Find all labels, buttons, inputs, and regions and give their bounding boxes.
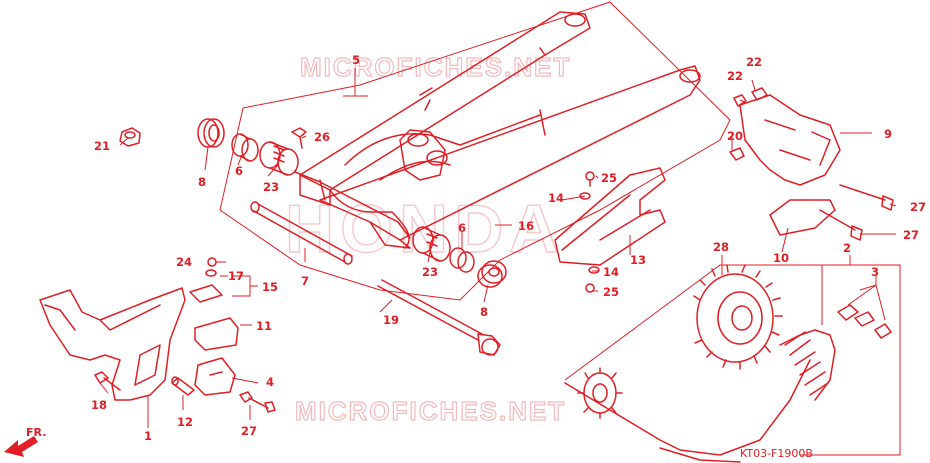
pivot-bushing-right: [449, 247, 475, 273]
callout-23-left: 23: [263, 180, 279, 194]
slider-10: [769, 199, 836, 236]
callout-18: 18: [91, 398, 107, 412]
pivot-bolt: [377, 279, 501, 356]
callout-14-lower: 14: [603, 265, 619, 279]
callout-8-right: 8: [480, 305, 488, 319]
swingarm: [294, 11, 701, 249]
nut-22-left: [733, 94, 747, 107]
callout-2: 2: [843, 241, 851, 255]
callout-22-right: 22: [746, 55, 762, 69]
drawing-code: KT03-F1900B: [740, 447, 813, 460]
bolt-27-upper: [839, 184, 894, 211]
callout-8-left: 8: [198, 175, 206, 189]
callout-28: 28: [713, 240, 729, 254]
callout-4: 4: [266, 375, 274, 389]
callout-5: 5: [352, 53, 360, 67]
drive-chain: [564, 329, 836, 463]
drive-chain-guide-plate: [739, 94, 841, 186]
needle-bearing-left: [259, 141, 299, 176]
pivot-seal-left: [197, 118, 225, 148]
clip-17: [189, 284, 223, 303]
callout-27-lower: 27: [241, 424, 257, 438]
callout-1: 1: [144, 429, 152, 443]
screw-upper: [579, 171, 595, 200]
callout-12: 12: [177, 415, 193, 429]
callout-26: 26: [314, 130, 330, 144]
callout-11: 11: [256, 319, 272, 333]
chain-joint: [837, 304, 892, 339]
pivot-seal-right: [477, 260, 507, 288]
callout-20: 20: [727, 129, 743, 143]
watermark-bottom: MICROFICHES.NET: [295, 396, 566, 426]
callout-14-upper: 14: [548, 191, 564, 205]
callout-13: 13: [630, 253, 646, 267]
callout-27-upper: 27: [910, 200, 926, 214]
bolt-24: [205, 257, 217, 277]
screw-lower: [585, 266, 600, 293]
callout-25-lower: 25: [603, 285, 619, 299]
pivot-collar: [250, 201, 353, 265]
bolt-18: [94, 371, 121, 391]
chain-slider: [554, 167, 666, 266]
front-direction-label: FR.: [26, 426, 46, 439]
rubber-11: [194, 317, 239, 351]
drive-sprocket: [577, 367, 623, 419]
driven-sprocket: [693, 264, 783, 370]
grease-fitting: [291, 127, 307, 149]
callout-10: 10: [773, 251, 789, 265]
callout-27-middle: 27: [903, 228, 919, 242]
needle-bearing-right: [412, 226, 451, 262]
callout-23-right: 23: [422, 265, 438, 279]
callout-6-right: 6: [458, 221, 466, 235]
nut-22-right: [751, 87, 768, 101]
collar-12: [171, 376, 195, 396]
chain-case: [39, 287, 186, 401]
callout-7: 7: [301, 274, 309, 288]
bolt-27-middle: [819, 209, 863, 241]
callout-6-left: 6: [235, 164, 243, 178]
callout-22-left: 22: [727, 69, 743, 83]
callout-16: 16: [518, 219, 534, 233]
nut-21: [119, 127, 141, 147]
watermark-top: MICROFICHES.NET: [300, 52, 571, 82]
chain-group-outline: [564, 264, 901, 456]
callout-9: 9: [884, 127, 892, 141]
callout-17: 17: [228, 269, 244, 283]
callout-19: 19: [383, 313, 399, 327]
callout-21: 21: [94, 139, 110, 153]
callout-15: 15: [262, 280, 278, 294]
callout-25-upper: 25: [601, 171, 617, 185]
bracket-4: [194, 357, 236, 396]
front-direction-arrow: FR.: [4, 426, 46, 457]
callouts: 5 21 8 6 23 26 7 6 23 16 8 19 25 14 13 1…: [91, 53, 926, 443]
callout-3: 3: [871, 265, 879, 279]
washer-20: [729, 147, 745, 161]
callout-24: 24: [176, 255, 192, 269]
bolt-27-lower: [239, 391, 276, 413]
